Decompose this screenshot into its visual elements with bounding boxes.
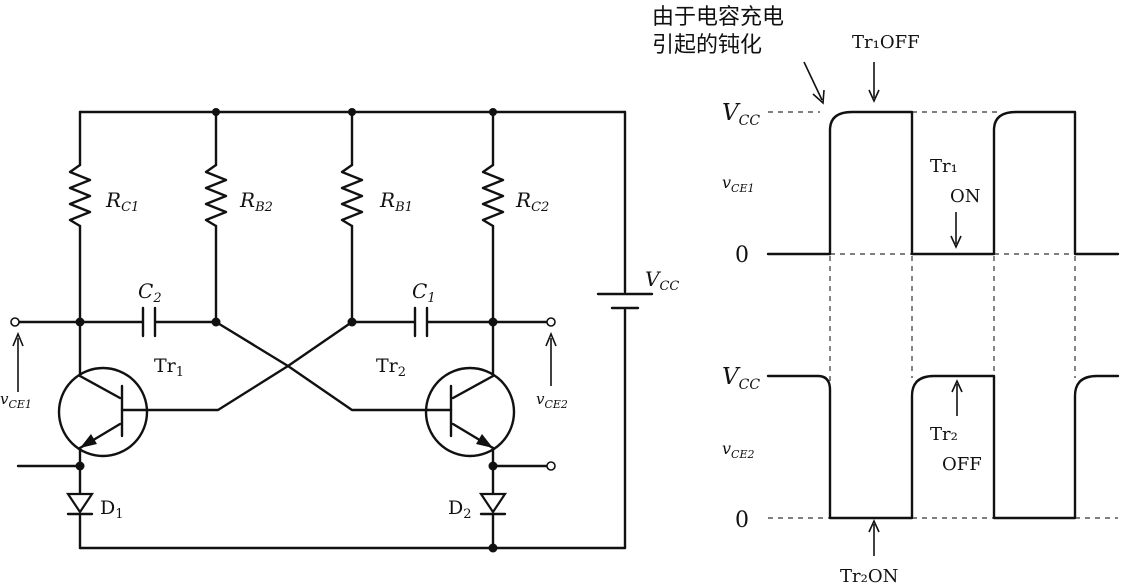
resistor-rc2-label: RC2 — [515, 188, 549, 215]
top-signal-label: vCE1 — [722, 173, 755, 195]
tr1-on-note-line2: ON — [950, 186, 981, 207]
vce1-arrow — [12, 331, 24, 392]
capacitor-c2 — [141, 306, 157, 338]
resistor-rc2 — [481, 110, 505, 324]
resistor-rb2 — [204, 110, 228, 324]
annotation-line2: 引起的钝化 — [652, 33, 762, 58]
tr1-off-arrow — [868, 62, 880, 103]
tr1-on-arrow — [950, 212, 962, 249]
top-zero-label: 0 — [735, 243, 749, 268]
resistor-rb2-label: RB2 — [239, 188, 273, 215]
diode-d2-label: D2 — [448, 497, 472, 522]
cross-wire-1 — [145, 320, 290, 412]
bottom-zero-label: 0 — [735, 508, 749, 533]
vce2-waveform — [766, 374, 1120, 520]
output-terminal-left — [10, 317, 20, 327]
transistor-tr2 — [424, 320, 516, 468]
resistor-rb1-label: RB1 — [379, 188, 413, 215]
capacitor-c1 — [413, 306, 429, 338]
transistor-tr1-label: Tr1 — [154, 355, 184, 380]
vce1-label: vCE1 — [0, 390, 32, 411]
vce1-waveform — [828, 110, 1120, 256]
resistor-rc1-label: RC1 — [105, 188, 139, 215]
diode-d1 — [65, 464, 95, 550]
capacitor-c2-label: C2 — [138, 279, 162, 306]
cross-wire-2 — [286, 320, 430, 412]
diode-d2 — [478, 464, 508, 550]
tr2-off-note-line2: OFF — [942, 454, 982, 475]
transistor-tr1 — [57, 320, 149, 468]
bottom-signal-label: vCE2 — [722, 439, 755, 461]
resistor-rc1 — [68, 110, 92, 324]
tr1-off-note: Tr₁OFF — [852, 32, 920, 53]
supply-label: VCC — [645, 267, 679, 294]
tr1-on-note-line1: Tr₁ — [930, 156, 958, 177]
battery-symbol — [596, 292, 654, 310]
tr2-on-arrow — [868, 519, 880, 556]
capacitor-c1-label: C1 — [412, 279, 436, 306]
resistor-rb1 — [340, 110, 364, 324]
top-vcc-label: VCC — [722, 100, 760, 129]
waveform-diagram: 由于电容充电 引起的钝化 VCC vCE1 0 Tr₁OFF Tr₁ ON — [652, 5, 1120, 587]
transistor-tr2-label: Tr2 — [376, 355, 406, 380]
vce2-label: vCE2 — [536, 390, 568, 411]
annotation-arrow — [803, 61, 825, 105]
output-terminal-right — [546, 317, 556, 327]
annotation-line1: 由于电容充电 — [652, 5, 784, 30]
tr2-off-arrow — [951, 379, 963, 416]
tr2-on-note: Tr₂ON — [840, 566, 898, 587]
vce2-arrow — [545, 331, 557, 386]
circuit-diagram: VCC RC1 RB2 RB1 — [0, 108, 679, 553]
bottom-vcc-label: VCC — [722, 364, 760, 393]
tr2-off-note-line1: Tr₂ — [930, 424, 958, 445]
diode-d1-label: D1 — [100, 497, 124, 522]
